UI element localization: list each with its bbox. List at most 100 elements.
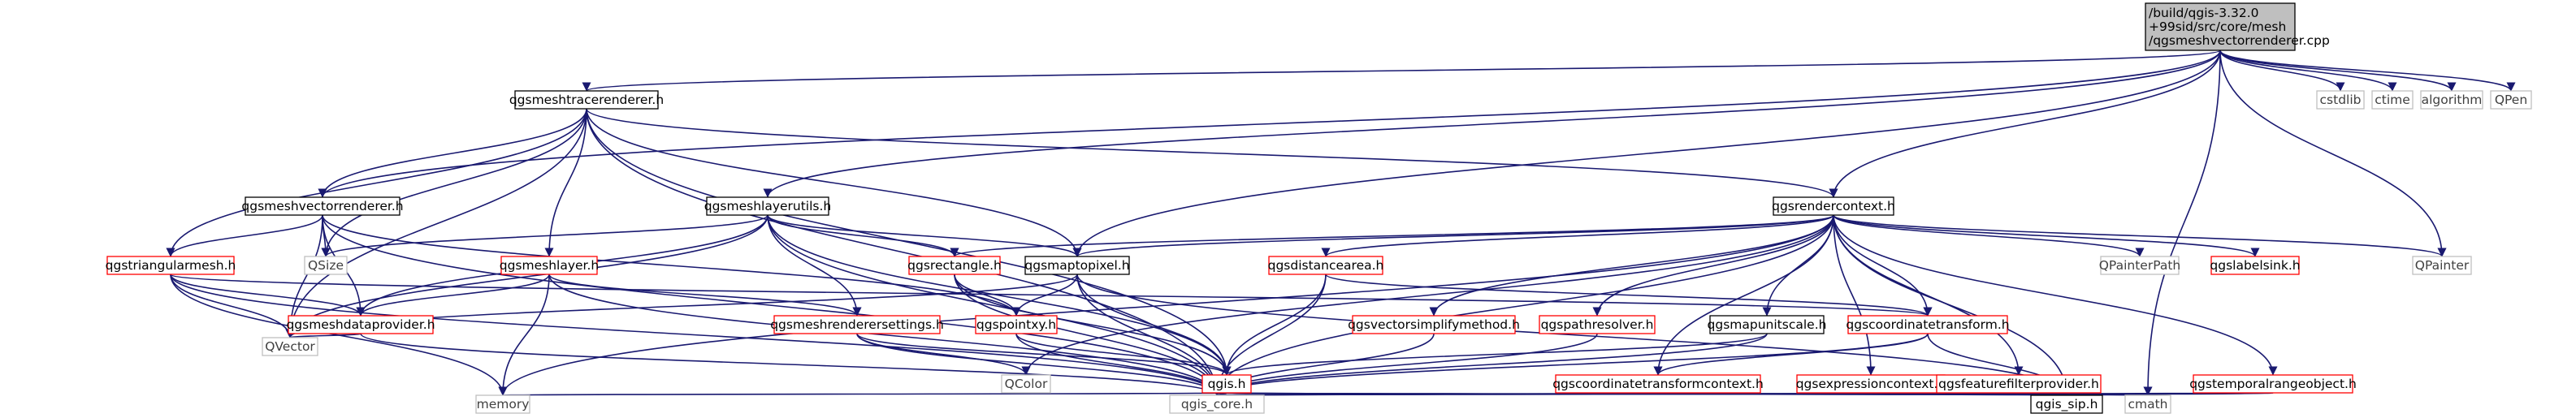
edge-qgsmeshlayer-to-qgsmeshrenderersettings	[548, 274, 862, 317]
node-box-qgsmeshrenderersettings	[773, 315, 941, 334]
node-qgsmeshlayerutils[interactable]: qgsmeshlayerutils.h	[704, 196, 832, 216]
node-qgsmeshlayer[interactable]: qgsmeshlayer.h	[500, 256, 600, 275]
node-label-cstdlib: cstdlib	[2320, 93, 2362, 107]
edge-qgsmeshdataprovider-to-qgis_core	[360, 333, 1222, 396]
node-box-QSize	[304, 256, 348, 275]
edge-qgspointxy-to-qgis	[1015, 333, 1232, 376]
node-box-QVector	[262, 337, 318, 356]
edge-root-to-qgsmeshvectorrenderer	[318, 50, 2221, 198]
edge-root-to-qgsmeshlayerutils	[763, 50, 2221, 198]
node-qgsrendercontext[interactable]: qgsrendercontext.h	[1772, 196, 1895, 216]
node-qgsmeshrenderersettings[interactable]: qgsmeshrenderersettings.h	[770, 315, 944, 334]
node-box-qgsmaptopixel	[1024, 256, 1130, 275]
edge-root-to-cstdlib	[2219, 50, 2345, 92]
edge-qgsrendercontext-to-memory	[498, 214, 1834, 396]
edge-qgsmeshlayer-to-memory	[498, 274, 550, 396]
edge-qgstriangularmesh-to-qgscoordinatetransform	[170, 274, 1932, 317]
node-box-qgsmeshlayer	[500, 256, 598, 275]
node-label-QSize: QSize	[308, 258, 344, 273]
node-label-qgsvectorsimplifymethod: qgsvectorsimplifymethod.h	[1348, 317, 1520, 332]
node-box-qgsdistancearea	[1268, 256, 1383, 275]
node-box-qgscoordinatetransformcontext	[1555, 374, 1761, 394]
node-box-memory	[475, 394, 530, 414]
edge-qgis-to-memory	[502, 386, 1227, 396]
node-label-qgspointxy: qgspointxy.h	[976, 317, 1056, 332]
edge-qgsmeshtracerenderer-to-qgis_core	[586, 108, 1222, 396]
node-qgsrectangle[interactable]: qgsrectangle.h	[907, 256, 1002, 275]
node-ctime: ctime	[2371, 90, 2414, 110]
edge-qgspathresolver-to-qgis_core	[1212, 333, 1598, 396]
edge-qgsmeshtracerenderer-to-qgsmeshlayer	[544, 108, 587, 257]
node-QPainterPath: QPainterPath	[2099, 256, 2180, 275]
node-qgsmeshtracerenderer[interactable]: qgsmeshtracerenderer.h	[509, 90, 664, 110]
edge-qgsrendercontext-to-qgsfeaturefilterprovider	[1833, 214, 2024, 376]
node-qgstemporalrangeobject[interactable]: qgstemporalrangeobject.h	[2189, 374, 2357, 394]
node-box-qgstriangularmesh	[106, 256, 235, 275]
edge-qgsrendercontext-to-QColor	[1021, 214, 1834, 376]
node-qgsfeaturefilterprovider[interactable]: qgsfeaturefilterprovider.h	[1936, 374, 2102, 394]
node-root[interactable]: /build/qgis-3.32.0+99sid/src/core/mesh/q…	[2145, 2, 2330, 51]
edge-qgsrendercontext-to-qgscoordinatetransform	[1833, 214, 1933, 317]
node-qgspathresolver[interactable]: qgspathresolver.h	[1539, 315, 1656, 334]
node-cmath: cmath	[2124, 394, 2171, 414]
edge-qgsmapunitscale-to-qgis	[1222, 333, 1768, 376]
edge-root-to-ctime	[2219, 50, 2397, 92]
node-qgsmaptopixel[interactable]: qgsmaptopixel.h	[1024, 256, 1130, 275]
node-box-QPen	[2490, 90, 2532, 110]
node-box-qgslabelsink	[2210, 256, 2300, 275]
node-box-qgsmeshlayerutils	[706, 196, 829, 216]
node-QColor: QColor	[1001, 374, 1051, 394]
edge-qgsmeshlayer-to-qgsmeshdataprovider	[356, 274, 550, 317]
edge-qgsrendercontext-to-qgspathresolver	[1592, 214, 1834, 317]
edge-qgsmaptopixel-to-qgis_sip	[1076, 274, 2072, 396]
edge-qgstriangularmesh-to-qgis_core	[170, 274, 1222, 396]
node-qgsmeshvectorrenderer[interactable]: qgsmeshvectorrenderer.h	[241, 196, 404, 216]
node-label-qgsmeshlayer: qgsmeshlayer.h	[500, 258, 600, 273]
node-qgis_sip[interactable]: qgis_sip.h	[2030, 394, 2103, 414]
edge-qgsmeshtracerenderer-to-qgsrendercontext	[586, 108, 1838, 198]
node-box-algorithm	[2420, 90, 2483, 110]
node-qgsmapunitscale[interactable]: qgsmapunitscale.h	[1708, 315, 1827, 334]
edge-root-to-QPainter	[2219, 50, 2447, 257]
edge-qgsrendercontext-to-qgsexpressioncontext	[1833, 214, 1876, 376]
node-box-cmath	[2124, 394, 2171, 414]
edge-qgsrendercontext-to-qgslabelsink	[1833, 214, 2260, 257]
edge-qgscoordinatetransform-to-qgis_core	[1212, 333, 1929, 396]
edge-qgsmeshlayerutils-to-QSize	[321, 214, 768, 257]
node-box-qgspointxy	[975, 315, 1058, 334]
node-label-qgsmaptopixel: qgsmaptopixel.h	[1024, 258, 1129, 273]
edge-qgsrendercontext-to-QPainterPath	[1833, 214, 2145, 257]
node-label-QPainter: QPainter	[2415, 258, 2470, 273]
node-label-qgsrendercontext: qgsrendercontext.h	[1772, 199, 1895, 213]
node-box-qgsrectangle	[908, 256, 1001, 275]
node-box-ctime	[2371, 90, 2414, 110]
edge-qgsrendercontext-to-qgstemporalrangeobject	[1833, 214, 2278, 376]
node-label-cmath: cmath	[2128, 397, 2167, 412]
node-qgsexpressioncontext[interactable]: qgsexpressioncontext.h	[1796, 374, 1946, 394]
edge-qgsmeshtracerenderer-to-QVector	[285, 108, 587, 338]
node-label-qgsfeaturefilterprovider: qgsfeaturefilterprovider.h	[1938, 377, 2099, 391]
node-qgsdistancearea[interactable]: qgsdistancearea.h	[1268, 256, 1384, 275]
node-qgsvectorsimplifymethod[interactable]: qgsvectorsimplifymethod.h	[1348, 315, 1520, 334]
node-box-root	[2145, 2, 2296, 51]
node-box-qgsvectorsimplifymethod	[1352, 315, 1516, 334]
node-QPainter: QPainter	[2412, 256, 2472, 275]
node-algorithm: algorithm	[2420, 90, 2483, 110]
node-qgis[interactable]: qgis.h	[1201, 374, 1252, 394]
node-box-qgsmeshtracerenderer	[514, 90, 659, 110]
node-label-qgslabelsink: qgslabelsink.h	[2210, 258, 2300, 273]
node-label-qgsdistancearea: qgsdistancearea.h	[1268, 258, 1384, 273]
edge-qgsmeshtracerenderer-to-QSize	[321, 108, 587, 257]
node-qgscoordinatetransformcontext[interactable]: qgscoordinatetransformcontext.h	[1552, 374, 1764, 394]
edge-qgsrendercontext-to-qgis_sip	[1833, 214, 2072, 396]
node-qgscoordinatetransform[interactable]: qgscoordinatetransform.h	[1846, 315, 2010, 334]
node-label-qgsmapunitscale: qgsmapunitscale.h	[1708, 317, 1827, 332]
node-qgspointxy[interactable]: qgspointxy.h	[975, 315, 1058, 334]
node-qgstriangularmesh[interactable]: qgstriangularmesh.h	[106, 256, 236, 275]
node-qgslabelsink[interactable]: qgslabelsink.h	[2210, 256, 2301, 275]
node-qgsmeshdataprovider[interactable]: qgsmeshdataprovider.h	[286, 315, 435, 334]
node-label-qgspathresolver: qgspathresolver.h	[1541, 317, 1654, 332]
edge-root-to-cmath	[2143, 50, 2221, 396]
edge-qgsmeshlayerutils-to-QVector	[285, 214, 768, 338]
